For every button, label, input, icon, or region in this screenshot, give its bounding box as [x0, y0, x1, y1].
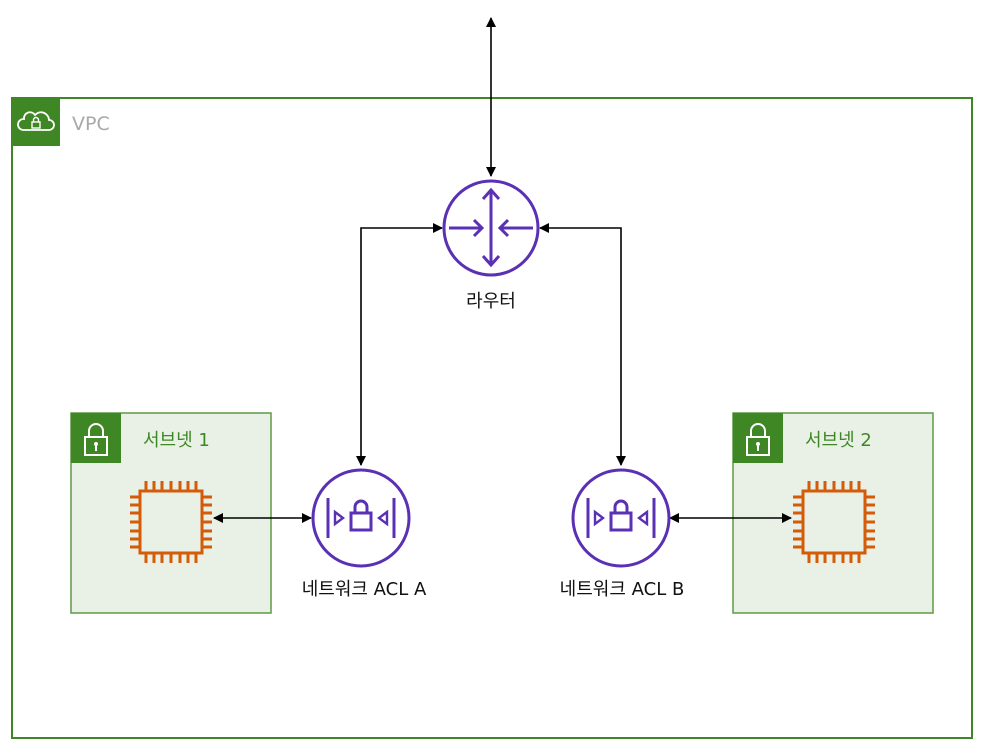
network-acl-b: 네트워크 ACL B [560, 468, 685, 600]
router: 라우터 [442, 179, 540, 312]
router-acl-b-arrow [539, 223, 626, 466]
router-acl-a-arrow [356, 223, 443, 466]
router-label: 라우터 [466, 291, 516, 312]
padlock-icon [733, 413, 783, 463]
network-acl-a: 네트워크 ACL A [302, 468, 427, 600]
network-acl-icon [311, 468, 411, 568]
network-acl-icon [571, 468, 671, 568]
ec2-instance-chip-icon [793, 481, 875, 563]
padlock-icon [71, 413, 121, 463]
ec2-instance-chip-icon [130, 481, 212, 563]
subnet-1-label: 서브넷 1 [143, 430, 210, 451]
router-icon [442, 179, 540, 277]
cloud-lock-icon [12, 98, 60, 146]
acl-b-label: 네트워크 ACL B [560, 579, 685, 600]
acl-a-label: 네트워크 ACL A [302, 579, 427, 600]
subnet-2: 서브넷 2 [732, 412, 934, 614]
connectors [213, 17, 792, 523]
vpc-label: VPC [72, 113, 110, 135]
subnet-1: 서브넷 1 [70, 412, 272, 614]
subnet-2-label: 서브넷 2 [805, 430, 872, 451]
